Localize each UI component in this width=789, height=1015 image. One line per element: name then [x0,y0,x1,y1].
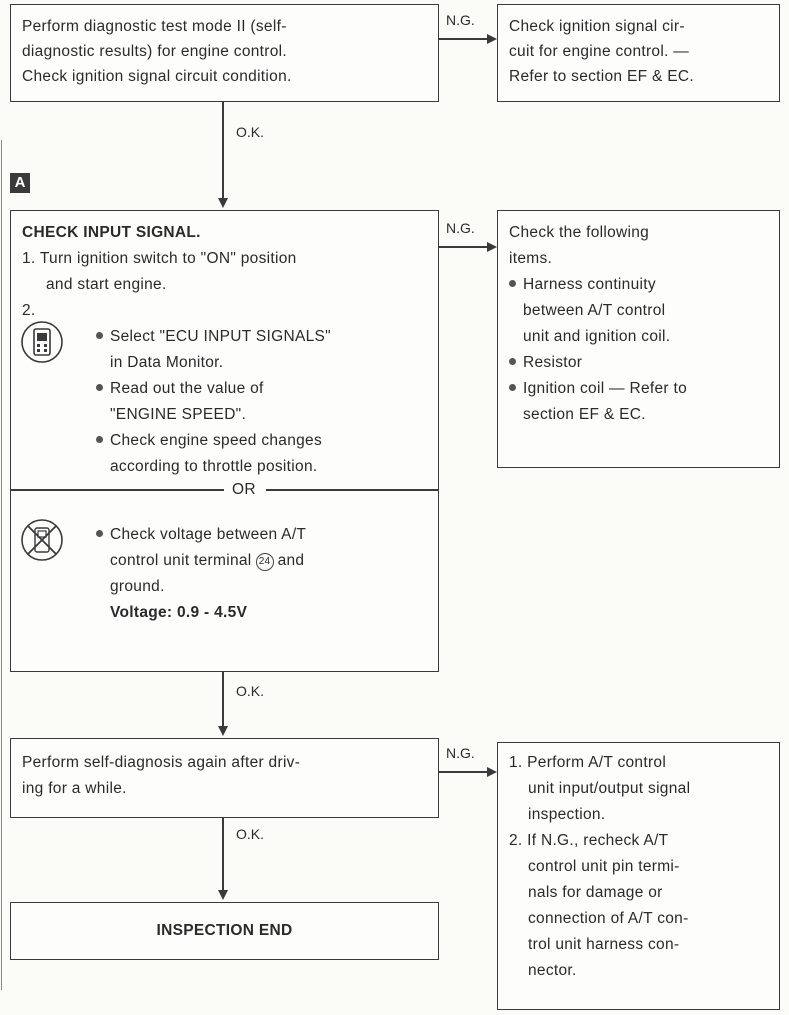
step2-ng-connector [439,246,489,248]
or-divider-left [10,489,224,491]
terminal-number-badge: 24 [255,553,274,571]
step2-box [10,210,439,672]
step1-ng-connector [439,38,489,40]
step2-item1-line-2: and start engine. [46,276,167,293]
voltage-spec: Voltage: 0.9 - 4.5V [110,604,248,621]
step3-ok-arrowhead [218,890,228,900]
bullet-icon [96,332,103,339]
step1-ok-connector [222,102,224,202]
step3-ng-line-3: inspection. [528,806,606,823]
step1-ok-label: O.K. [236,124,265,140]
step2-item1-line-1: 1. Turn ignition switch to "ON" position [22,250,297,267]
step2-ng-item-2: Resistor [509,350,582,375]
or-divider-right [266,489,439,491]
step1-ng-line-3: Refer to section EF & EC. [509,68,694,85]
bullet-icon [509,280,516,287]
left-margin-rule [1,140,2,990]
step1-line-1: Perform diagnostic test mode II (self- [22,18,287,35]
consult-bullet-3-line-2: according to throttle position. [110,458,318,475]
step1-ng-label: N.G. [446,12,475,28]
step3-ng-box [497,742,780,1010]
consult-bullet-3-line-1: Check engine speed changes [96,428,322,453]
step1-ng-line-2: cuit for engine control. — [509,43,690,60]
bullet-icon [96,530,103,537]
step3-ng-connector [439,771,489,773]
bullet-icon [96,436,103,443]
section-marker-a: A [10,173,30,193]
inspection-end-box [10,902,439,960]
step2-ng-box [497,210,780,468]
voltage-bullet-line-3: ground. [110,578,165,595]
bullet-icon [96,384,103,391]
no-consult-icon [20,518,64,562]
step1-ng-arrowhead [487,34,497,44]
step1-line-3: Check ignition signal circuit condition. [22,68,292,85]
step3-ng-line-1: 1. Perform A/T control [509,754,667,771]
step1-line-2: diagnostic results) for engine control. [22,43,287,60]
step3-ng-line-4: 2. If N.G., recheck A/T [509,832,669,849]
step3-ng-label: N.G. [446,745,475,761]
bullet-icon [509,358,516,365]
bullet-icon [509,384,516,391]
or-label: OR [232,481,256,498]
inspection-end-label: INSPECTION END [156,922,293,939]
step1-ng-box [497,4,780,102]
step2-ng-item-1-line-2: between A/T control [523,302,666,319]
step2-ng-item-1-line-1: Harness continuity [509,272,656,297]
step2-ok-arrowhead [218,726,228,736]
step2-item2-number: 2. [22,302,36,319]
step3-ng-line-7: connection of A/T con- [528,910,689,927]
step2-ng-intro-2: items. [509,250,553,267]
step3-line-1: Perform self-diagnosis again after driv- [22,754,301,771]
step2-ng-item-3-line-2: section EF & EC. [523,406,646,423]
step3-ng-line-5: control unit pin termi- [528,858,680,875]
step3-ok-label: O.K. [236,826,265,842]
step3-ng-line-2: unit input/output signal [528,780,691,797]
step3-ng-line-6: nals for damage or [528,884,663,901]
step2-ng-item-1-line-3: unit and ignition coil. [523,328,671,345]
consult-bullet-1-line-2: in Data Monitor. [110,354,224,371]
consult-bullet-2-line-2: "ENGINE SPEED". [110,406,247,423]
step3-box [10,738,439,818]
step1-ng-line-1: Check ignition signal cir- [509,18,685,35]
step2-ng-intro-1: Check the following [509,224,650,241]
step1-ok-arrowhead [218,198,228,208]
step3-ng-arrowhead [487,767,497,777]
section-marker-label: A [14,174,26,191]
step2-ok-label: O.K. [236,683,265,699]
step3-ng-line-8: trol unit harness con- [528,936,680,953]
step2-ng-label: N.G. [446,220,475,236]
step3-ng-line-9: nector. [528,962,577,979]
consult-bullet-1-line-1: Select "ECU INPUT SIGNALS" [96,324,331,349]
step2-ok-connector [222,672,224,730]
step3-ok-connector [222,818,224,894]
step1-box [10,4,439,102]
step3-line-2: ing for a while. [22,780,127,797]
step2-title: CHECK INPUT SIGNAL. [22,224,201,241]
consult-bullet-2-line-1: Read out the value of [96,376,264,401]
consult-tester-icon [20,320,64,364]
step2-ng-arrowhead [487,242,497,252]
step2-ng-item-3-line-1: Ignition coil — Refer to [509,376,687,401]
voltage-bullet-line-1: Check voltage between A/T [96,522,306,547]
